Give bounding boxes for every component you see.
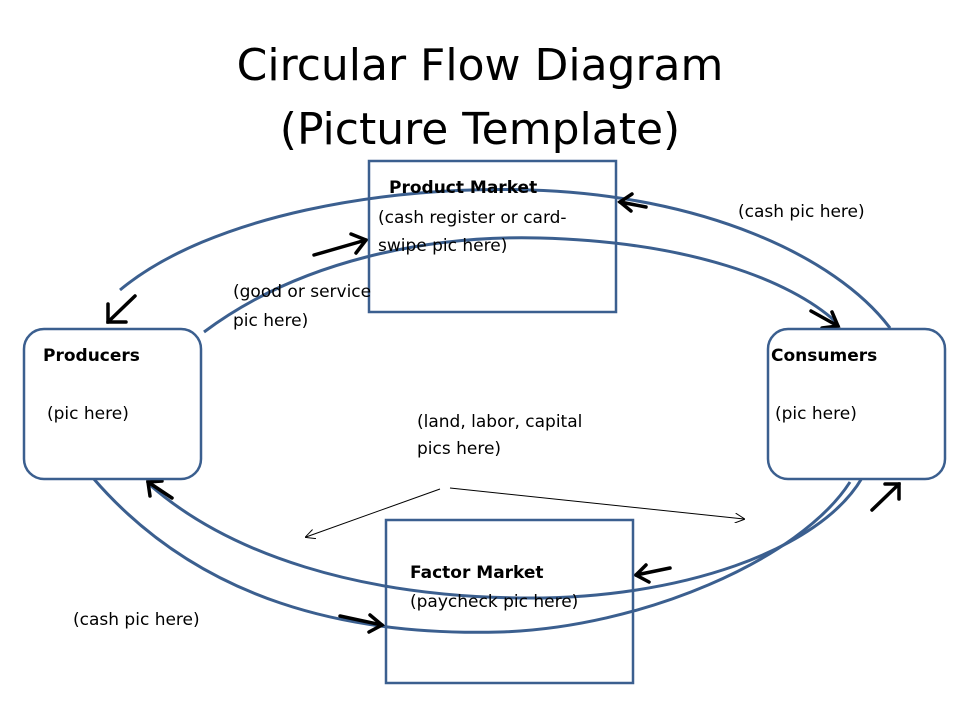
arrow-top-left-outer (106, 294, 137, 324)
consumers-label: Consumers (771, 346, 878, 366)
resource-arrow-right (449, 487, 744, 519)
resource-arrow-left (306, 488, 441, 537)
arrow-cash-bottom (338, 613, 386, 634)
product-market-pic-line-2: swipe pic here) (378, 236, 508, 256)
resources-pic-line-1: (land, labor, capital (417, 412, 583, 432)
factor-market-pic: (paycheck pic here) (410, 592, 579, 612)
product-market-label: Product Market (389, 178, 538, 198)
resources-pic-line-2: pics here) (417, 439, 502, 459)
cash-pic-top: (cash pic here) (738, 202, 865, 222)
goods-pic-line-1: (good or service (233, 282, 372, 302)
inner-flow-loop (149, 236, 864, 600)
consumers-pic: (pic here) (775, 404, 857, 424)
producers-box (22, 327, 203, 481)
cash-pic-bottom: (cash pic here) (73, 610, 200, 630)
outer-flow-loop (91, 188, 892, 634)
goods-pic-line-2: pic here) (233, 311, 309, 331)
factor-market-box (384, 518, 635, 685)
arrow-goods-to-product-market (312, 232, 369, 257)
producers-pic: (pic here) (47, 404, 129, 424)
arrow-consumers-up (870, 482, 901, 512)
arrow-cash-top (617, 192, 648, 213)
page-title-line-2: (Picture Template) (279, 104, 681, 155)
arrow-to-factor-market (633, 563, 672, 584)
factor-market-label: Factor Market (410, 563, 544, 583)
arrow-to-producers-bottom (146, 479, 174, 500)
consumers-box (766, 327, 947, 481)
page-title-line-1: Circular Flow Diagram (236, 40, 724, 91)
arrow-to-consumers (809, 309, 841, 330)
producers-label: Producers (43, 346, 140, 366)
product-market-pic-line-1: (cash register or card- (378, 208, 567, 228)
product-market-box (367, 159, 618, 314)
